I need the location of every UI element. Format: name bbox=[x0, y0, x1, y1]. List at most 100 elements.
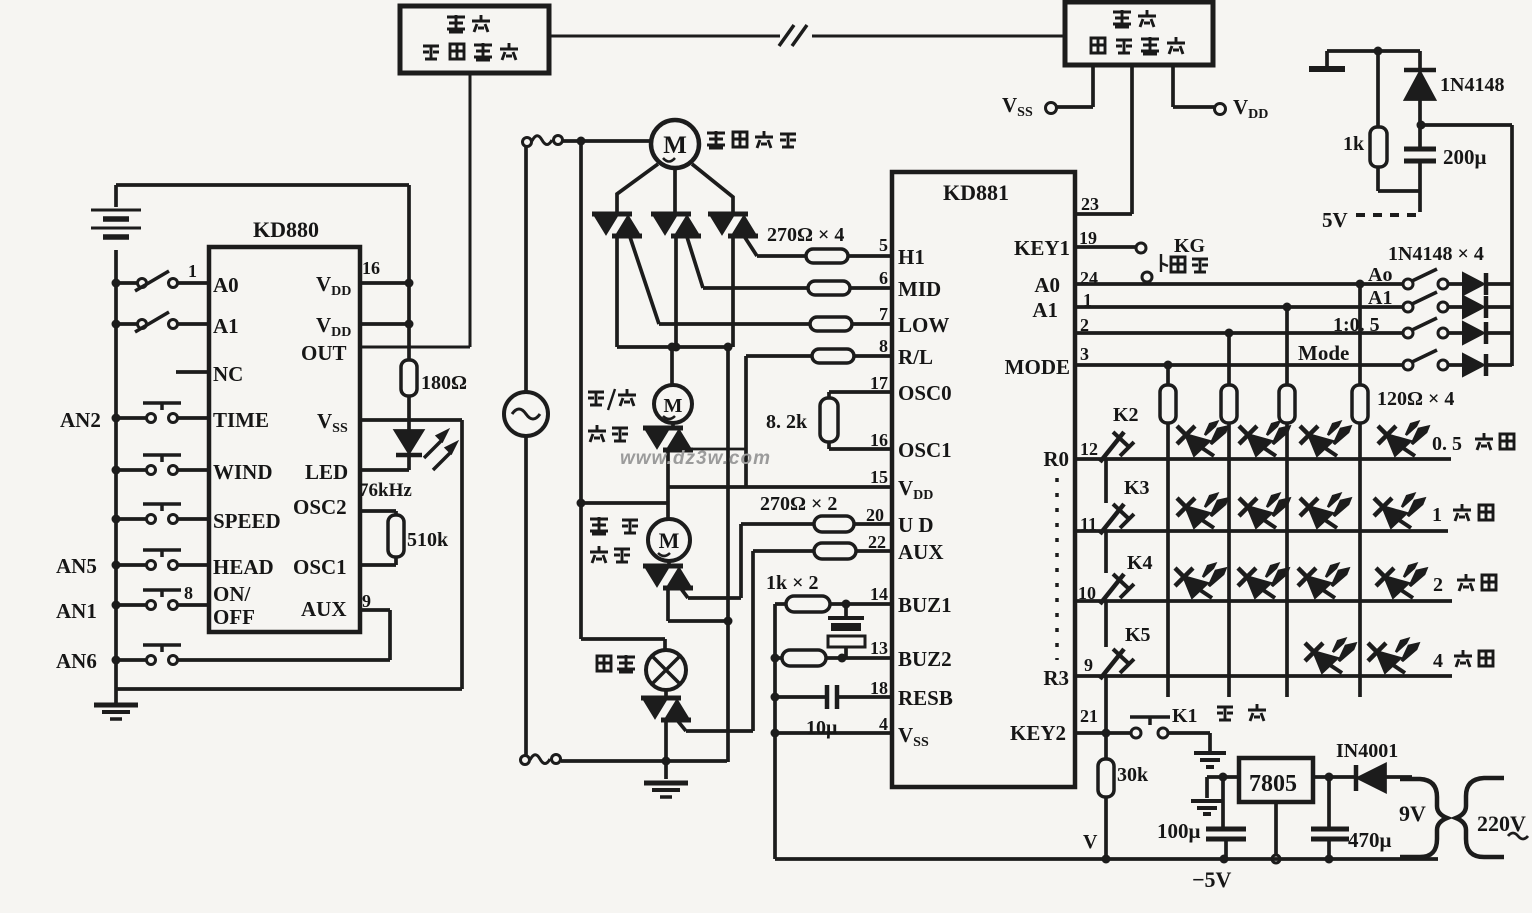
svg-text:6: 6 bbox=[879, 268, 888, 288]
svg-text:OSC1: OSC1 bbox=[293, 555, 347, 579]
svg-text:OUT: OUT bbox=[301, 341, 347, 365]
svg-text:M: M bbox=[664, 395, 683, 417]
svg-text:A1: A1 bbox=[1032, 298, 1058, 322]
svg-text:K3: K3 bbox=[1124, 477, 1150, 499]
svg-text:KEY2: KEY2 bbox=[1010, 721, 1066, 745]
svg-text:120Ω × 4: 120Ω × 4 bbox=[1377, 388, 1454, 410]
svg-text:200μ: 200μ bbox=[1443, 145, 1487, 169]
svg-text:R0: R0 bbox=[1043, 447, 1069, 471]
svg-text:1k × 2: 1k × 2 bbox=[766, 572, 819, 594]
svg-text:AN6: AN6 bbox=[56, 649, 97, 673]
svg-text:270Ω × 2: 270Ω × 2 bbox=[760, 493, 837, 515]
svg-text:WIND: WIND bbox=[213, 460, 273, 484]
svg-text:SPEED: SPEED bbox=[213, 509, 281, 533]
svg-text:OFF: OFF bbox=[213, 605, 255, 629]
svg-text:2: 2 bbox=[1433, 574, 1443, 596]
svg-text:8: 8 bbox=[879, 336, 888, 356]
svg-text:10: 10 bbox=[1078, 583, 1096, 603]
svg-text:9: 9 bbox=[1084, 655, 1093, 675]
svg-text:4: 4 bbox=[879, 714, 888, 734]
svg-text:V: V bbox=[1083, 831, 1098, 853]
svg-text:K2: K2 bbox=[1113, 404, 1139, 426]
svg-text:16: 16 bbox=[870, 430, 888, 450]
svg-text:100μ: 100μ bbox=[1157, 819, 1201, 843]
svg-text:BUZ1: BUZ1 bbox=[898, 593, 952, 617]
svg-text:21: 21 bbox=[1080, 706, 1098, 726]
svg-text:3: 3 bbox=[1080, 344, 1089, 364]
svg-text:2: 2 bbox=[1080, 315, 1089, 335]
svg-text:5V: 5V bbox=[1322, 208, 1348, 232]
svg-text:180Ω: 180Ω bbox=[421, 372, 467, 394]
svg-text:A1: A1 bbox=[1368, 287, 1392, 309]
svg-text:www.dz3w.com: www.dz3w.com bbox=[620, 448, 771, 469]
svg-text:M: M bbox=[663, 132, 687, 159]
svg-text:510k: 510k bbox=[407, 529, 449, 551]
svg-text:AUX: AUX bbox=[898, 540, 944, 564]
svg-text:TIME: TIME bbox=[213, 408, 269, 432]
svg-text:AN5: AN5 bbox=[56, 554, 97, 578]
svg-text:18: 18 bbox=[870, 678, 888, 698]
svg-text:ON/: ON/ bbox=[213, 582, 252, 606]
svg-text:−5V: −5V bbox=[1192, 867, 1232, 892]
svg-text:7805: 7805 bbox=[1249, 771, 1297, 797]
svg-text:7: 7 bbox=[879, 304, 888, 324]
svg-text:23: 23 bbox=[1081, 194, 1099, 214]
svg-text:A0: A0 bbox=[1034, 273, 1060, 297]
svg-text:LED: LED bbox=[305, 460, 348, 484]
svg-text:OSC2: OSC2 bbox=[293, 495, 347, 519]
svg-text:K4: K4 bbox=[1127, 552, 1153, 574]
svg-text:5: 5 bbox=[879, 235, 888, 255]
svg-text:76kHz: 76kHz bbox=[359, 480, 412, 501]
svg-text:Ao: Ao bbox=[1368, 264, 1392, 286]
svg-text:1N4148 × 4: 1N4148 × 4 bbox=[1388, 243, 1484, 265]
svg-text:A0: A0 bbox=[213, 273, 239, 297]
svg-text:4: 4 bbox=[1433, 650, 1443, 672]
svg-text:Mode: Mode bbox=[1298, 341, 1349, 365]
svg-text:8. 2k: 8. 2k bbox=[766, 411, 808, 433]
svg-text:470μ: 470μ bbox=[1348, 828, 1392, 852]
svg-text:22: 22 bbox=[868, 532, 886, 552]
svg-text:13: 13 bbox=[870, 638, 888, 658]
svg-text:9V: 9V bbox=[1399, 801, 1426, 826]
svg-text:R/L: R/L bbox=[898, 345, 933, 369]
svg-text:U D: U D bbox=[898, 513, 934, 537]
svg-text:K5: K5 bbox=[1125, 624, 1151, 646]
svg-text:KEY1: KEY1 bbox=[1014, 236, 1070, 260]
svg-text:HEAD: HEAD bbox=[213, 555, 274, 579]
svg-text:1:0. 5: 1:0. 5 bbox=[1333, 314, 1380, 336]
svg-text:1: 1 bbox=[1083, 290, 1092, 310]
svg-text:R3: R3 bbox=[1043, 666, 1069, 690]
svg-text:LOW: LOW bbox=[898, 313, 949, 337]
svg-text:1k: 1k bbox=[1343, 133, 1365, 155]
svg-text:9: 9 bbox=[362, 591, 371, 611]
svg-text:1N4148: 1N4148 bbox=[1440, 74, 1504, 96]
svg-text:AN1: AN1 bbox=[56, 599, 97, 623]
svg-text:KD881: KD881 bbox=[943, 180, 1009, 205]
svg-text:8: 8 bbox=[184, 583, 193, 603]
svg-text:K1: K1 bbox=[1172, 705, 1198, 727]
svg-text:NC: NC bbox=[213, 362, 243, 386]
svg-text:RESB: RESB bbox=[898, 686, 953, 710]
svg-text:19: 19 bbox=[1079, 228, 1097, 248]
svg-text:30k: 30k bbox=[1117, 764, 1149, 786]
svg-text:AN2: AN2 bbox=[60, 408, 101, 432]
svg-text:1: 1 bbox=[1432, 504, 1442, 526]
svg-text:12: 12 bbox=[1080, 439, 1098, 459]
svg-text:KG: KG bbox=[1174, 235, 1206, 257]
svg-text:16: 16 bbox=[362, 258, 380, 278]
svg-text:0. 5: 0. 5 bbox=[1432, 433, 1462, 455]
svg-text:14: 14 bbox=[870, 584, 888, 604]
svg-text:OSC1: OSC1 bbox=[898, 438, 952, 462]
svg-text:20: 20 bbox=[866, 505, 884, 525]
svg-text:IN4001: IN4001 bbox=[1336, 740, 1398, 762]
svg-text:BUZ2: BUZ2 bbox=[898, 647, 952, 671]
svg-text:17: 17 bbox=[870, 373, 888, 393]
svg-text:MODE: MODE bbox=[1005, 355, 1070, 379]
svg-text:10μ: 10μ bbox=[806, 717, 838, 739]
svg-text:1: 1 bbox=[188, 261, 197, 281]
svg-text:OSC0: OSC0 bbox=[898, 381, 952, 405]
svg-text:M: M bbox=[659, 528, 680, 553]
svg-text:AUX: AUX bbox=[301, 597, 347, 621]
svg-text:A1: A1 bbox=[213, 314, 239, 338]
svg-text:KD880: KD880 bbox=[253, 217, 319, 242]
